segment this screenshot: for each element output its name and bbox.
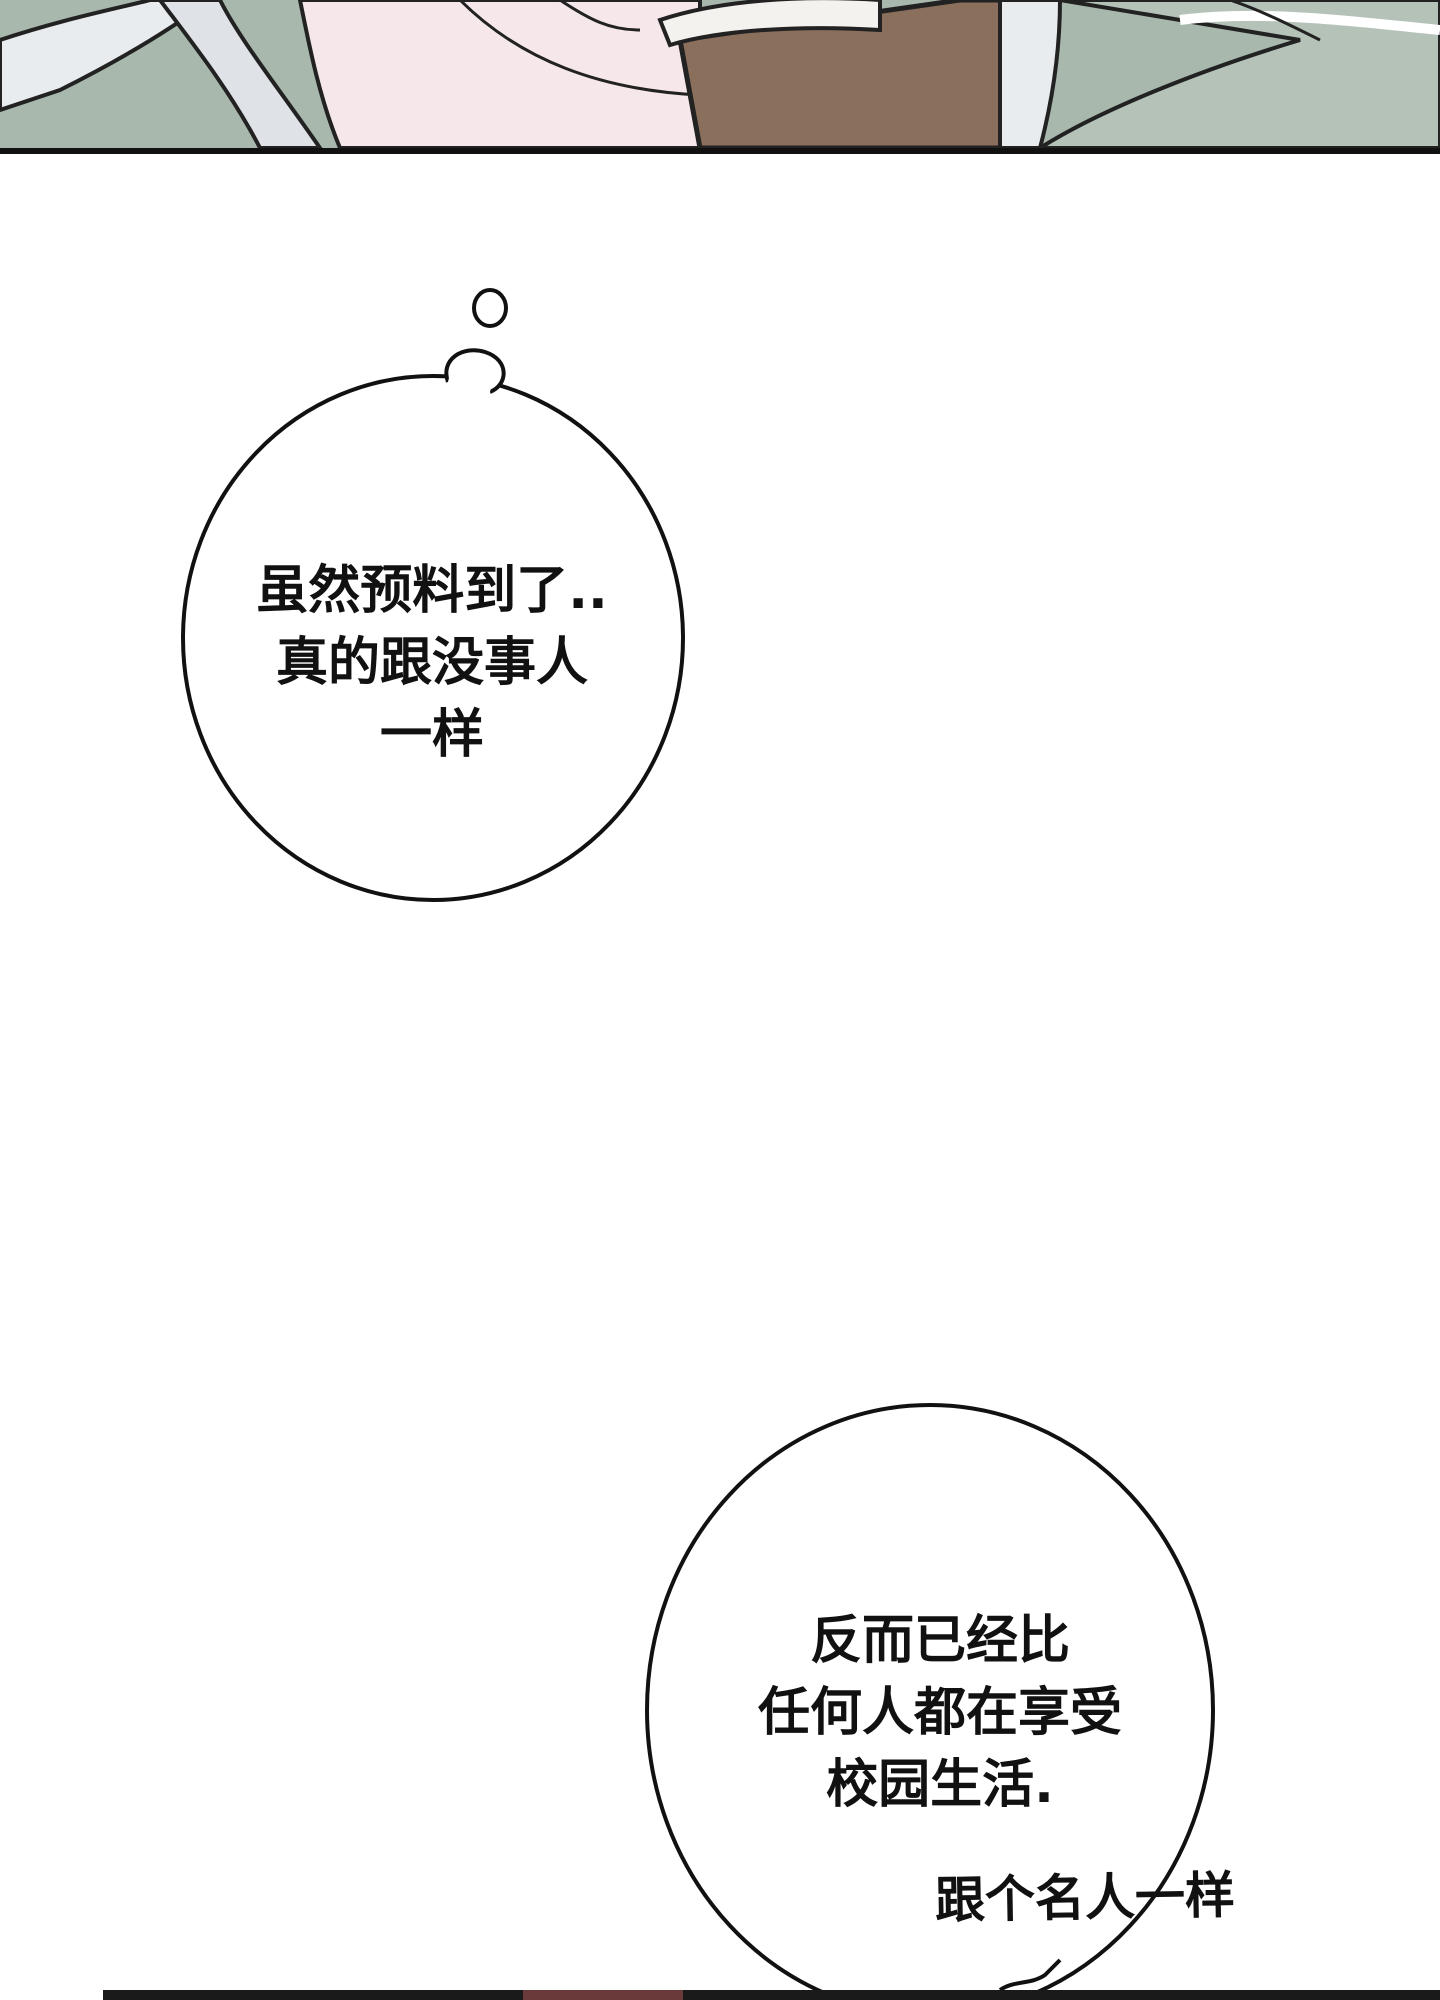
bubble-1-line: 一样	[379, 705, 484, 765]
side-text-squiggle	[998, 1958, 1062, 1992]
bubble-1-line: 真的跟没事人	[275, 633, 588, 693]
thought-bubble-1	[181, 288, 685, 902]
bottom-comic-panel-edge	[103, 1990, 1440, 2000]
bubble-2-line: 校园生活.	[826, 1755, 1054, 1815]
bottom-panel-art-hint	[523, 1990, 683, 2000]
side-caption: 跟个名人一样	[934, 1866, 1236, 1930]
bubble-1-text: 虽然预料到了.. 真的跟没事人 一样	[182, 555, 682, 771]
bubble-1-line: 虽然预料到了..	[256, 561, 608, 621]
bubble-2-line: 反而已经比	[809, 1611, 1070, 1671]
top-comic-panel	[0, 0, 1440, 154]
panel-artwork	[0, 0, 1440, 148]
bubble-2-line: 任何人都在享受	[757, 1683, 1122, 1743]
speech-bubble-2	[645, 1403, 1215, 2000]
bubble-2-text: 反而已经比 任何人都在享受 校园生活.	[690, 1605, 1190, 1821]
